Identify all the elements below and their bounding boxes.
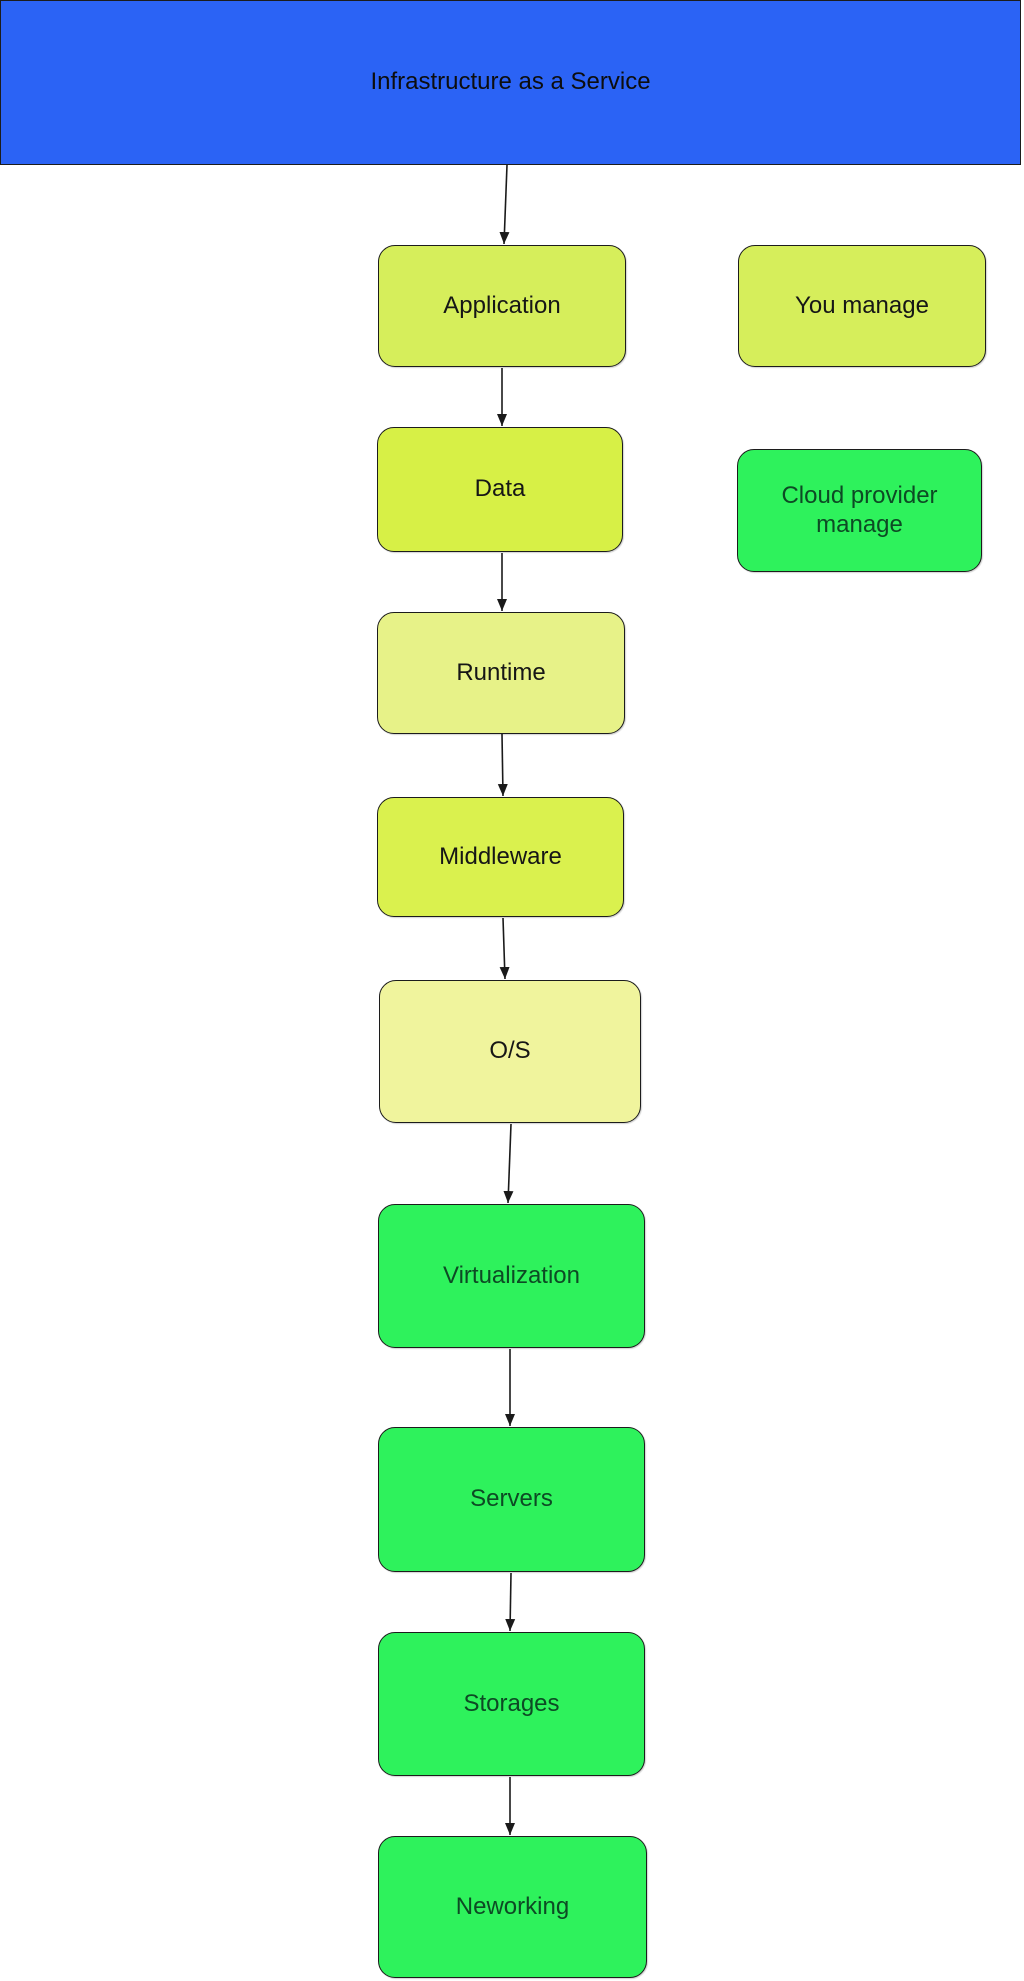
node-label: Infrastructure as a Service [370,68,651,96]
node-label: Neworking [455,1892,570,1920]
legend-cloud-provider-manage: Cloud provider manage [737,449,982,572]
node-runtime: Runtime [377,612,625,734]
node-data: Data [377,427,623,552]
edge-servers-storages [505,1572,516,1632]
edge-middleware-os [499,917,510,980]
legend-label: Cloud provider manage [781,481,938,538]
node-virtualization: Virtualization [378,1204,645,1348]
node-application: Application [378,245,626,367]
node-storages: Storages [378,1632,645,1776]
node-label: Virtualization [443,1261,580,1289]
edge-header-application [499,164,510,245]
edge-runtime-middleware [497,733,508,797]
node-label: Storages [463,1689,560,1717]
node-label: Data [474,475,526,503]
node-label: Runtime [456,658,546,686]
node-networking: Neworking [378,1836,647,1978]
node-label: O/S [489,1037,531,1065]
node-middleware: Middleware [377,797,624,917]
node-label: Servers [470,1485,553,1513]
node-infrastructure-as-a-service: Infrastructure as a Service [0,0,1021,165]
node-servers: Servers [378,1427,645,1572]
node-label: Application [443,291,561,319]
edge-os-virtualization [503,1123,514,1204]
legend-label: You manage [795,291,929,319]
node-os: O/S [379,980,641,1123]
node-label: Middleware [439,842,562,870]
legend-you-manage: You manage [738,245,986,367]
